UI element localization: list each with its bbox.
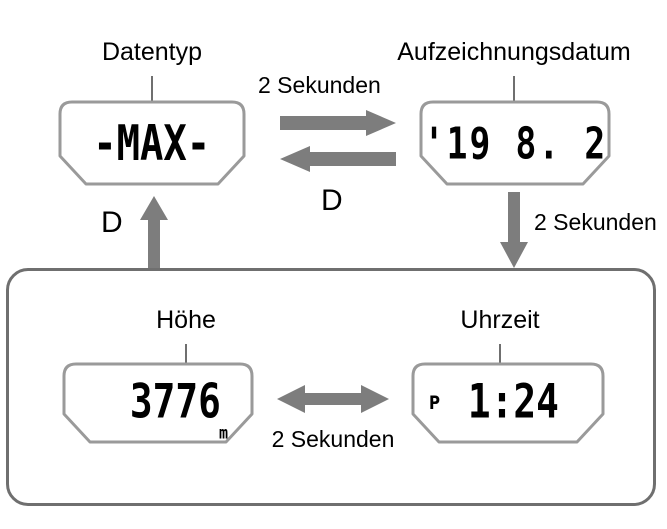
arrow-up-icon: [140, 196, 168, 268]
time-display-panel: P 1:24: [411, 362, 605, 444]
label-date-to-group: 2 Sekunden: [534, 209, 657, 235]
time-display-content: P 1:24: [411, 362, 605, 456]
arrow-down-icon: [500, 192, 528, 268]
time-display-flag: P: [429, 391, 440, 414]
leader-line-data-type: [151, 76, 153, 112]
altitude-display-unit: m: [218, 422, 228, 444]
max-display-outline: [58, 100, 246, 186]
max-display-panel: -MAX-: [58, 100, 246, 186]
label-date-to-max: D: [321, 184, 343, 217]
arrow-left-right-icon: [277, 385, 389, 413]
time-display-value: 1:24: [467, 375, 559, 430]
altitude-display-panel: 3776 m: [62, 362, 254, 444]
max-display-content: -MAX-: [58, 100, 246, 198]
max-display-value: -MAX-: [93, 114, 211, 172]
date-display-outline: [419, 100, 611, 186]
altitude-display-content: 3776 m: [62, 362, 254, 456]
caption-data-type: Datentyp: [101, 38, 203, 66]
altitude-display-outline: [62, 362, 254, 444]
caption-time: Uhrzeit: [460, 306, 540, 334]
label-max-to-date: 2 Sekunden: [258, 72, 381, 98]
date-display-value: '19 8. 2: [423, 117, 607, 169]
date-display-content: '19 8. 2: [419, 100, 611, 198]
arrow-right-icon: [280, 110, 396, 136]
bottom-group-box: [6, 268, 656, 506]
caption-altitude: Höhe: [156, 306, 216, 334]
arrow-left-icon: [280, 146, 396, 172]
leader-line-record-date: [513, 76, 515, 112]
label-group-to-max: D: [101, 206, 123, 239]
altitude-display-value: 3776: [130, 375, 222, 430]
label-altitude-time: 2 Sekunden: [271, 426, 395, 452]
date-display-panel: '19 8. 2: [419, 100, 611, 186]
time-display-outline: [411, 362, 605, 444]
caption-record-date: Aufzeichnungsdatum: [397, 38, 631, 66]
